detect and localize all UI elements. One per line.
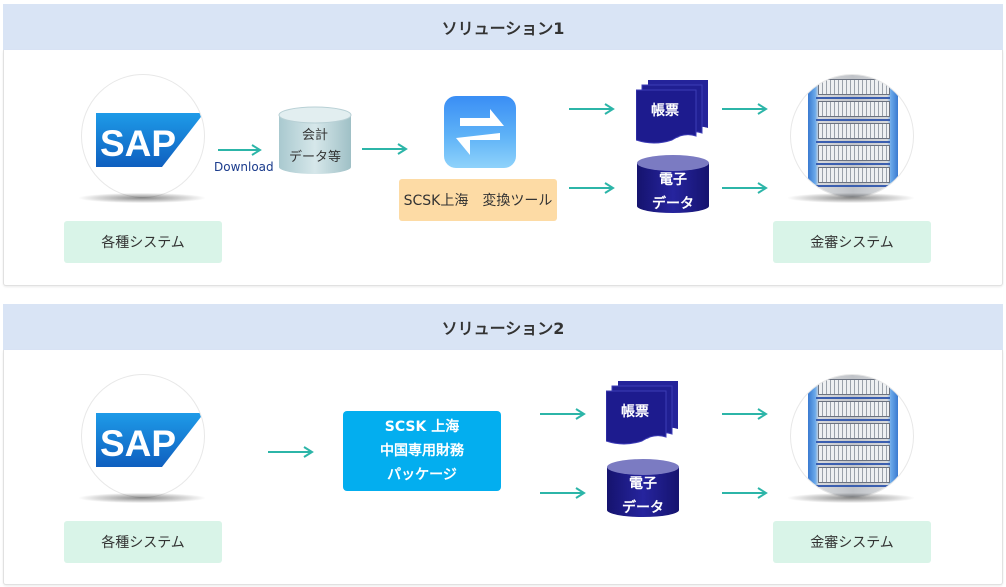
edata-text-line1: 電子	[659, 172, 687, 188]
server-circle	[790, 374, 914, 498]
target-system-label: 金審システム	[773, 521, 931, 563]
target-system-label: 金審システム	[773, 221, 931, 263]
server-rack-icon	[808, 75, 898, 197]
accounting-data-db: 会計 データ等	[277, 105, 353, 175]
edata-text-line2: データ	[652, 196, 694, 212]
server-rack-icon	[808, 375, 898, 497]
db-text-line1: 会計	[301, 128, 328, 143]
database-icon	[278, 106, 352, 174]
document-report: 帳票	[635, 78, 710, 144]
source-system-label: 各種システム	[64, 521, 222, 563]
sap-logo-circle: SAP	[81, 74, 205, 198]
solution2-card: SAP 各種システム SCSK 上海 中国専用財務 パッケージ 帳票 電子	[3, 350, 1003, 585]
sap-logo-circle: SAP	[81, 374, 205, 498]
arrow-document-to-target	[722, 102, 768, 116]
solution2-title: ソリューション2	[441, 319, 565, 338]
arrow-to-package	[268, 445, 314, 459]
sap-shadow	[79, 493, 205, 503]
document-stack-icon	[635, 80, 708, 144]
database-icon	[607, 459, 679, 517]
electronic-data-db: 電子 データ	[606, 458, 680, 518]
conversion-tool-label: SCSK上海 変換ツール	[399, 179, 557, 221]
arrow-to-edata	[569, 181, 615, 195]
convert-arrows-icon	[444, 96, 516, 168]
package-line3: パッケージ	[387, 467, 457, 483]
sap-logo-icon: SAP	[96, 113, 204, 167]
solution1-card: SAP 各種システム Download 会計 データ等 SCSK上海 変換ツール	[3, 50, 1003, 286]
package-line1: SCSK 上海	[384, 419, 460, 435]
package-line2: 中国専用財務	[380, 443, 464, 459]
document-report: 帳票	[605, 379, 680, 445]
server-circle	[790, 74, 914, 198]
document-text: 帳票	[651, 103, 679, 119]
target-system-text: 金審システム	[810, 235, 894, 251]
arrow-download	[218, 143, 262, 157]
db-text-line2: データ等	[288, 150, 341, 165]
download-label: Download	[214, 160, 274, 174]
svg-text:SAP: SAP	[100, 423, 176, 464]
target-system-text: 金審システム	[810, 535, 894, 551]
server-shadow	[788, 193, 914, 203]
document-stack-icon	[605, 381, 678, 445]
arrow-edata-to-target	[722, 486, 768, 500]
arrow-to-edata	[540, 486, 586, 500]
arrow-edata-to-target	[722, 181, 768, 195]
source-system-label: 各種システム	[64, 221, 222, 263]
source-system-text: 各種システム	[101, 235, 185, 251]
sap-shadow	[79, 193, 205, 203]
electronic-data-db: 電子 データ	[636, 154, 710, 214]
edata-text-line2: データ	[622, 500, 664, 516]
solution2-header: ソリューション2	[3, 304, 1003, 350]
svg-text:SAP: SAP	[100, 123, 176, 164]
source-system-text: 各種システム	[101, 535, 185, 551]
document-text: 帳票	[621, 404, 649, 420]
server-shadow	[788, 493, 914, 503]
arrow-to-document	[540, 407, 586, 421]
sap-logo-icon: SAP	[96, 413, 204, 467]
conversion-tool-text: SCSK上海 変換ツール	[403, 193, 553, 209]
solution1-title: ソリューション1	[441, 19, 565, 38]
arrow-document-to-target	[722, 407, 768, 421]
arrow-to-document	[569, 102, 615, 116]
solution1-header: ソリューション1	[3, 4, 1003, 50]
arrow-to-tool	[362, 142, 408, 156]
finance-package-box: SCSK 上海 中国専用財務 パッケージ	[343, 411, 501, 491]
database-icon	[637, 155, 709, 213]
edata-text-line1: 電子	[629, 476, 657, 492]
